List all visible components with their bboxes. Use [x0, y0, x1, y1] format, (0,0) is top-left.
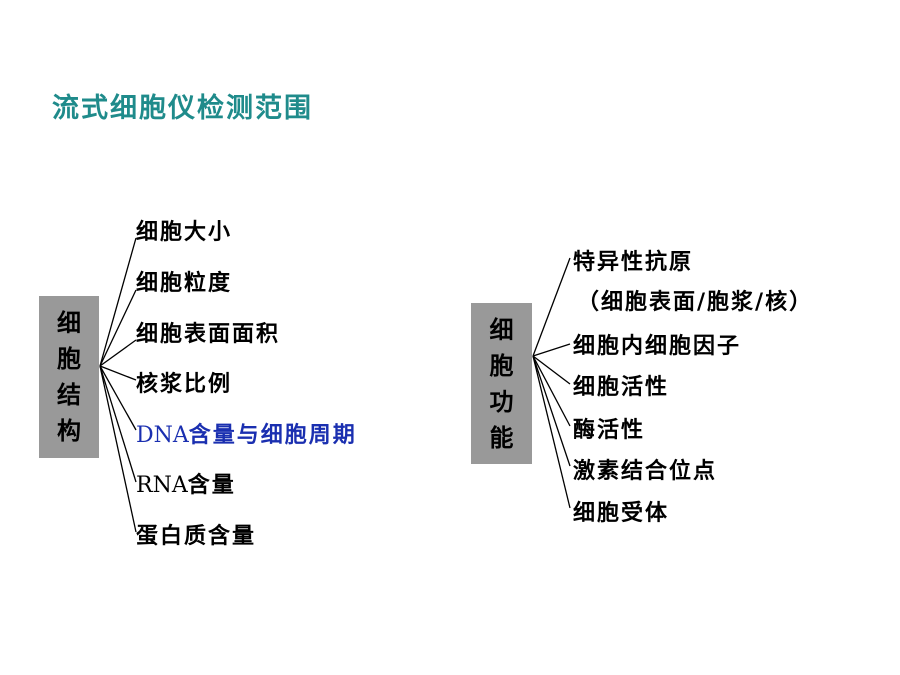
box-char: 胞	[489, 351, 514, 380]
connector-line	[99, 365, 137, 483]
structure-item: 细胞表面面积	[136, 322, 281, 347]
box-char: 能	[489, 423, 514, 452]
structure-item: 蛋白质含量	[136, 524, 257, 549]
function-item: 激素结合位点	[573, 459, 718, 484]
function-item: 特异性抗原	[573, 250, 694, 275]
structure-item: RNA含量	[136, 473, 236, 498]
function-item: （细胞表面/胞浆/核）	[577, 290, 814, 315]
connector-line	[99, 365, 137, 431]
box-char: 细	[489, 315, 514, 344]
function-item: 酶活性	[573, 418, 646, 443]
connector-line	[532, 355, 571, 385]
structure-item: 细胞大小	[136, 220, 233, 245]
structure-item: 细胞粒度	[136, 271, 233, 296]
function-item: 细胞活性	[573, 375, 670, 400]
connector-line	[99, 365, 137, 533]
box-char: 细	[57, 309, 81, 337]
function-item: 细胞内细胞因子	[573, 334, 742, 359]
connector-line	[532, 257, 571, 357]
box-char: 胞	[57, 345, 81, 373]
connector-line	[532, 355, 571, 509]
cell-function-box: 细 胞 功 能	[471, 303, 532, 464]
box-char: 功	[489, 387, 514, 416]
page-title: 流式细胞仪检测范围	[52, 93, 313, 124]
connector-line	[532, 355, 571, 467]
connector-line	[99, 339, 137, 367]
structure-item-highlighted: DNA含量与细胞周期	[136, 423, 357, 448]
cell-structure-box: 细 胞 结 构	[39, 296, 99, 458]
connector-line	[532, 343, 571, 357]
connector-line	[99, 289, 137, 367]
connector-line	[99, 237, 137, 367]
box-char: 结	[57, 381, 81, 409]
structure-item: 核浆比例	[136, 372, 233, 397]
connector-line	[532, 355, 571, 427]
box-char: 构	[57, 417, 81, 445]
connector-line	[99, 365, 137, 381]
function-item: 细胞受体	[573, 501, 670, 526]
